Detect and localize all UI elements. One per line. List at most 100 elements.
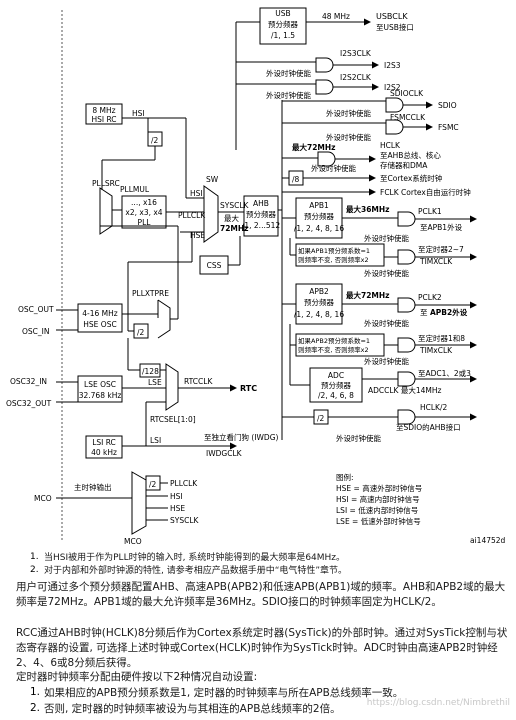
i2s2-enable-label: 外设时钟使能 xyxy=(266,90,311,100)
pclk2-enable-label: 外设时钟使能 xyxy=(364,318,409,328)
figure-id: ai14752d xyxy=(470,536,506,545)
ahb-line3: /1, 2...512 xyxy=(242,221,281,230)
paragraph-prescalers: 用户可通过多个预分频器配置AHB、高速APB(APB2)和低速APB(APB1)… xyxy=(16,581,506,608)
pll-line3: PLL xyxy=(138,218,152,227)
lse-osc-line1: LSE OSC xyxy=(84,380,116,389)
sysclk-max1: 最大 xyxy=(224,213,239,223)
pclk1-gate xyxy=(397,211,416,227)
hse-osc-line2: HSE OSC xyxy=(83,320,116,329)
apb2-dest: APB2外设 xyxy=(430,307,468,317)
apb2-line1: APB2 xyxy=(309,287,329,296)
apb1-dest: 至APB1外设 xyxy=(420,222,463,232)
usb-box-line1: USB xyxy=(275,9,290,18)
mco-output-label: 主时钟输出 xyxy=(74,482,112,492)
apb2-cond-1: 如果APB2预分频系数=1 xyxy=(298,336,370,345)
lse-osc-line2: 32.768 kHz xyxy=(79,391,122,400)
iwdg-dest: 至独立看门狗 (IWDG) xyxy=(204,432,279,442)
lsi-rc-box xyxy=(85,435,123,459)
apb2-max-label: 最大72MHz xyxy=(346,290,390,300)
tim18-dest: 至定时器1和8 xyxy=(418,333,465,343)
pllsrc-label: PLLSRC xyxy=(92,179,120,188)
apb1-line1: APB1 xyxy=(309,201,329,210)
i2s2-gate xyxy=(315,79,334,95)
hclk-label: HCLK xyxy=(380,141,401,150)
tim27-dest: 至定时器2~7 xyxy=(418,244,464,254)
rtc-label: RTC xyxy=(240,384,257,393)
apb1-line2: 预分频器 xyxy=(304,211,334,221)
fsmc-label: FSMC xyxy=(438,123,459,132)
usb-box-line2: 预分频器 xyxy=(268,19,298,29)
hse-osc-box xyxy=(77,303,123,333)
pclk2-label: PCLK2 xyxy=(418,293,442,302)
adc-line1: ADC xyxy=(328,371,344,380)
hsi-rc-line1: 8 MHz xyxy=(92,106,115,115)
pclk1-label: PCLK1 xyxy=(418,207,442,216)
sysclk-max2: 72MHz xyxy=(220,224,249,233)
apb2-cond-2: 则频率不变, 否则频率x2 xyxy=(298,345,369,354)
note-number-2: 2. xyxy=(30,565,39,575)
paragraph-systick-adc: RCC通过AHB时钟(HCLK)8分频后作为Cortex系统定时器(SysTic… xyxy=(16,627,508,669)
mco-mux-label: MCO xyxy=(124,537,142,546)
i2s3-gate xyxy=(315,57,334,73)
sdio-div2-label: /2 xyxy=(317,414,325,423)
sw-mux xyxy=(203,185,219,243)
mco-pllclk-label: PLLCLK xyxy=(170,479,198,488)
usb-prescaler-box xyxy=(259,7,307,45)
sdio-ahb-enable-label: 外设时钟使能 xyxy=(336,433,381,443)
mco-mux xyxy=(131,471,147,535)
fsmcclk-label: FSMCCLK xyxy=(390,113,426,122)
hsi-rc-line2: HSI RC xyxy=(91,115,116,124)
mco-div2-label: /2 xyxy=(149,480,157,489)
apb1-cond-1: 如果APB1预分频系数=1 xyxy=(298,246,370,255)
ahb-prescaler-box xyxy=(243,195,279,237)
hsi-label: HSI xyxy=(132,109,145,118)
osc32-out-label: OSC32_OUT xyxy=(6,399,52,408)
osc-out-label: OSC_OUT xyxy=(18,305,54,314)
paragraph-timer-intro: 定时器时钟频率分配由硬件按以下2种情况自动设置: xyxy=(16,671,258,683)
fsmc-enable-label: 外设时钟使能 xyxy=(326,132,371,142)
tim27-enable-label: 外设时钟使能 xyxy=(364,268,409,278)
tim18-gate xyxy=(397,337,416,353)
hclk-dest-2: 存储器和DMA xyxy=(380,160,428,170)
hclk-enable-label: 外设时钟使能 xyxy=(311,163,356,173)
clock-tree-diagram: USB 预分频器 /1, 1.5 48 MHz USBCLK 至USB接口 I2… xyxy=(6,7,506,546)
sdio-enable-label: 外设时钟使能 xyxy=(326,108,371,118)
i2s2-label: I2S2 xyxy=(384,83,401,92)
ahb-line1: AHB xyxy=(253,199,269,208)
rtcsel-label: RTCSEL[1:0] xyxy=(150,415,196,424)
i2s2clk-label: I2S2CLK xyxy=(340,73,372,82)
sw-hse-label: HSE xyxy=(190,231,205,240)
hclk-max-label: 最大72MHz xyxy=(292,142,336,152)
lse-osc-box xyxy=(77,375,123,403)
tim27-gate xyxy=(397,249,416,265)
apb2-line2: 预分频器 xyxy=(304,297,334,307)
sysclk-label: SYSCLK xyxy=(220,201,250,210)
div128-label: /128 xyxy=(142,367,159,376)
lsi-rc-line1: LSI RC xyxy=(92,438,116,447)
hsi-rc-box xyxy=(85,103,123,125)
pllxtpre-label: PLLXTPRE xyxy=(132,289,169,298)
watermark: https://blog.csdn.net/Nimbrethil xyxy=(366,698,510,708)
apb1-line3: /1, 2, 4, 8, 16 xyxy=(294,224,344,233)
timxclk-label: TIMXCLK xyxy=(419,257,453,266)
mco-pin-label: MCO xyxy=(34,494,52,503)
note-2: 对于内部和外部时钟源的特性, 请参考相应产品数据手册中“电气特性”章节。 xyxy=(44,566,348,576)
pllsrc-mux xyxy=(99,187,113,235)
iwdgclk-label: IWDGCLK xyxy=(206,449,243,458)
mco-hse-label: HSE xyxy=(170,504,185,513)
pclk2-gate xyxy=(397,297,416,313)
timxclk2-label: TIMxCLK xyxy=(419,346,453,355)
pll-line2: x2, x3, x4 xyxy=(125,208,162,217)
i2s3clk-label: I2S3CLK xyxy=(340,49,372,58)
sdio-ahb-dest: 至SDIO的AHB接口 xyxy=(396,422,461,432)
pll-line1: ..., x16 xyxy=(131,198,157,207)
note-number-1: 1. xyxy=(30,552,39,562)
apb2-dest-prefix: 至 xyxy=(420,308,428,317)
sdioclk-label: SDIOCLK xyxy=(390,89,424,98)
sdio-label: SDIO xyxy=(438,101,457,110)
item-number-2: 2. xyxy=(30,702,41,714)
sw-label: SW xyxy=(206,175,219,184)
div8-label: /8 xyxy=(292,175,300,184)
legend-lsi: LSI = 低速内部时钟信号 xyxy=(336,505,418,515)
osc32-in-label: OSC32_IN xyxy=(10,377,47,386)
